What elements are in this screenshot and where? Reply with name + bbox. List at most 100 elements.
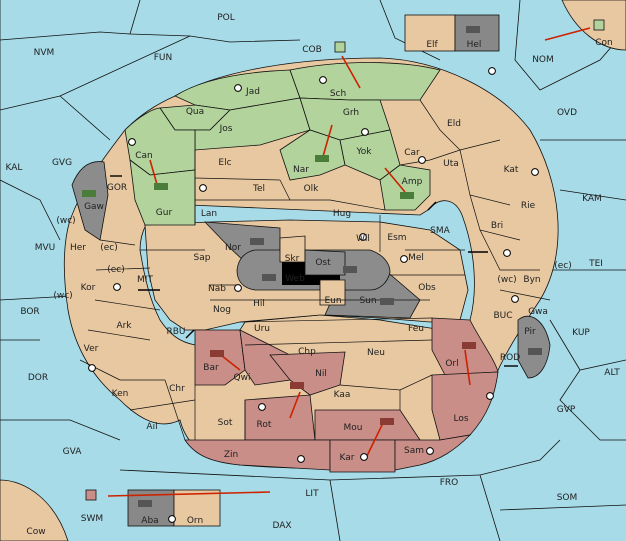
land-borders	[79, 99, 551, 441]
label-elf: Elf	[426, 40, 438, 50]
region-sch[interactable]	[289, 62, 441, 101]
unit-grey-aba[interactable]	[138, 500, 152, 507]
label-uta: Uta	[443, 159, 459, 169]
box-con-marker[interactable]	[593, 19, 605, 31]
supply-centers	[88, 67, 539, 523]
label-eun: Eun	[324, 296, 341, 306]
label-uru: Uru	[254, 324, 270, 334]
label-kam: KAM	[582, 194, 602, 204]
region-ost[interactable]	[304, 249, 346, 276]
coast-note-kor-ec: (ec)	[107, 265, 125, 275]
label-gvp: GVP	[557, 405, 576, 415]
label-yok: Yok	[355, 147, 372, 157]
unit-green-gur[interactable]	[154, 183, 168, 190]
label-ken: Ken	[112, 389, 129, 399]
coast-note-her-wc: (wc)	[56, 216, 75, 226]
units	[82, 26, 542, 507]
box-orn[interactable]	[173, 489, 221, 527]
box-elf[interactable]	[404, 14, 456, 52]
label-dax: DAX	[272, 521, 291, 531]
movement-indicators	[110, 175, 518, 367]
label-buc: BUC	[493, 311, 512, 321]
label-fun: FUN	[154, 53, 173, 63]
label-sam: Sam	[404, 446, 424, 456]
label-fro: FRO	[440, 478, 459, 488]
unit-grey-hel[interactable]	[466, 26, 480, 33]
label-gwa: Gwa	[528, 307, 548, 317]
label-hug: Hug	[333, 209, 351, 219]
label-kaa: Kaa	[334, 390, 351, 400]
label-cow: Cow	[26, 527, 45, 537]
label-nil: Nil	[315, 369, 327, 379]
inner-sea-labels: SMA MIT RBU BUC ROD GOR	[107, 183, 520, 363]
label-kat: Kat	[504, 165, 519, 175]
label-dor: DOR	[28, 373, 48, 383]
label-cob: COB	[302, 45, 322, 55]
region-rot[interactable]	[244, 394, 316, 441]
label-feu: Feu	[408, 324, 424, 334]
region-zin[interactable]	[184, 439, 331, 471]
label-qua: Qua	[186, 107, 204, 117]
unit-grey-pir[interactable]	[528, 348, 542, 355]
region-eun[interactable]	[319, 279, 346, 306]
region-bar[interactable]	[194, 329, 246, 386]
label-orn: Orn	[187, 516, 203, 526]
label-gur: Gur	[156, 208, 173, 218]
ocean-labels: POL NVM FUN COB NOM OVD KAL GVG KAM MVU …	[6, 13, 621, 531]
unit-green-nar[interactable]	[315, 155, 329, 162]
label-lan: Lan	[201, 209, 217, 219]
unit-grey-web[interactable]	[262, 274, 276, 281]
label-her: Her	[70, 243, 86, 253]
label-web: Web	[285, 274, 305, 284]
unit-grey-ost[interactable]	[343, 266, 357, 273]
unit-grey-sun[interactable]	[380, 298, 394, 305]
unit-red-mou[interactable]	[380, 418, 394, 425]
green-region-labels: Jad Sch Qua Jos Grh Can Nar Yok Gur Amp	[135, 87, 422, 218]
label-nab: Nab	[208, 284, 226, 294]
tan-region-labels: Elc Tel Olk Car Eld Uta Kat Lan Hug Rie …	[70, 40, 548, 432]
label-neu: Neu	[367, 348, 385, 358]
unit-green-gaw[interactable]	[82, 190, 96, 197]
label-car: Car	[404, 148, 420, 158]
label-eld: Eld	[447, 119, 461, 129]
label-qwi: Qwi	[234, 373, 251, 383]
region-nil[interactable]	[269, 351, 346, 396]
label-mou: Mou	[344, 423, 363, 433]
coast-notes: (wc) (ec) (ec) (wc) (wc) (ec)	[53, 216, 571, 301]
label-zin: Zin	[224, 450, 238, 460]
label-sun: Sun	[359, 296, 376, 306]
label-gaw: Gaw	[84, 202, 104, 212]
box-cob-marker[interactable]	[334, 41, 346, 53]
unit-grey-nor[interactable]	[250, 238, 264, 245]
label-alt: ALT	[604, 368, 620, 378]
label-bor: BOR	[20, 307, 39, 317]
label-pol: POL	[217, 13, 235, 23]
label-lit: LIT	[305, 489, 319, 499]
label-jad: Jad	[245, 87, 260, 97]
region-pir[interactable]	[517, 315, 551, 379]
label-grh: Grh	[343, 108, 359, 118]
unit-red-nil[interactable]	[290, 382, 304, 389]
other-labels: Con Cow Hel Aba Orn SWM	[26, 38, 612, 537]
label-jos: Jos	[219, 124, 233, 134]
unit-red-orl[interactable]	[462, 342, 476, 349]
box-swm-marker[interactable]	[85, 489, 97, 501]
label-gor: GOR	[107, 183, 127, 193]
label-skr: Skr	[285, 254, 300, 264]
label-sot: Sot	[218, 418, 233, 428]
label-nog: Nog	[213, 305, 231, 315]
region-gaw[interactable]	[71, 161, 109, 241]
label-hil: Hil	[253, 299, 265, 309]
label-bar: Bar	[203, 363, 219, 373]
label-con: Con	[595, 38, 613, 48]
label-obs: Obs	[418, 283, 436, 293]
unit-green-amp[interactable]	[400, 192, 414, 199]
label-tei: TEI	[588, 259, 603, 269]
label-swm: SWM	[81, 514, 103, 524]
label-rbu: RBU	[166, 327, 185, 337]
red-region-labels: Bar Qwi Nil Orl Rot Mou Los Zin Kar Sam	[203, 359, 469, 463]
label-sma: SMA	[430, 226, 450, 236]
coast-note-byn-ec: (ec)	[554, 261, 572, 271]
unit-red-bar[interactable]	[210, 350, 224, 357]
